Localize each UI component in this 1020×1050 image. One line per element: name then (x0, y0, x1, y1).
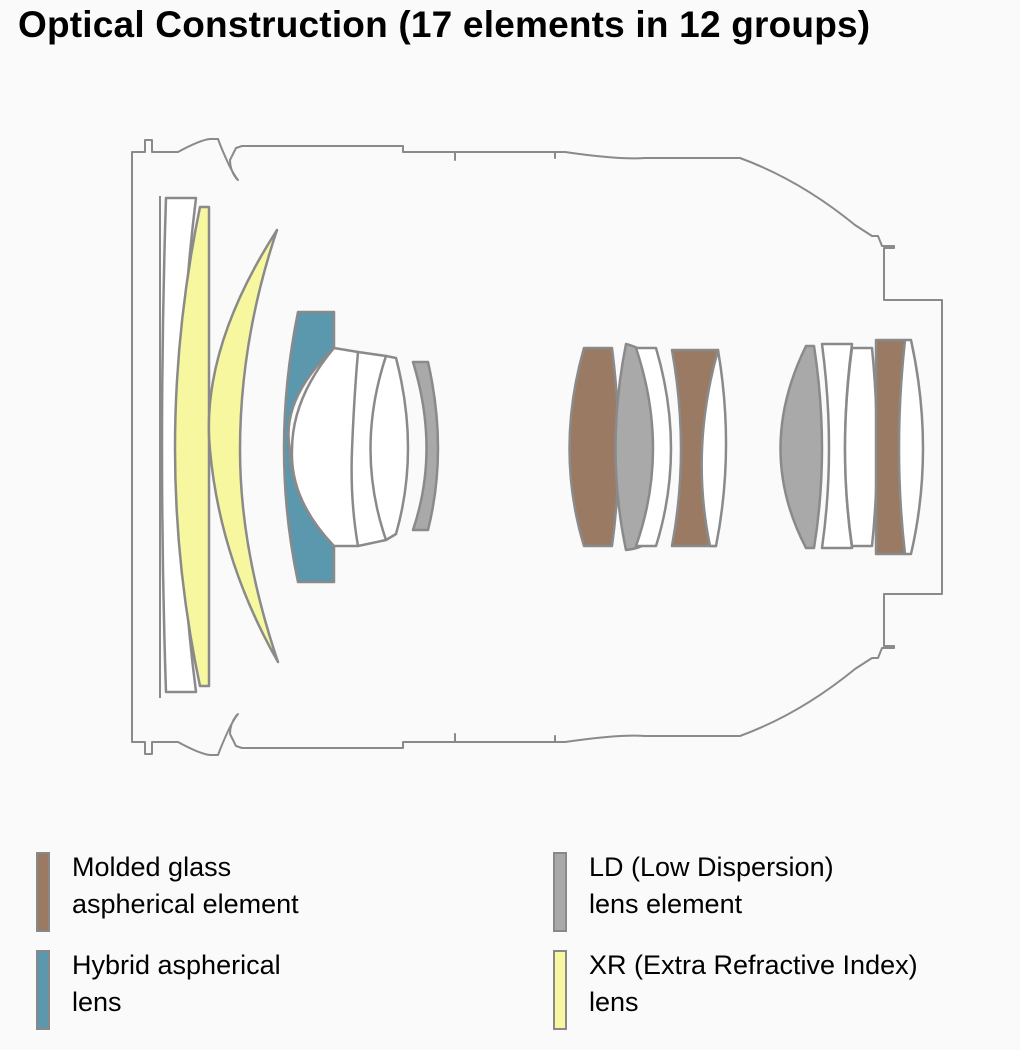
legend-molded-glass: Molded glass aspherical element (36, 852, 299, 932)
lens-element-3-xr (207, 228, 280, 664)
lens-element-13-plain (700, 348, 728, 548)
legend-swatch-molded (36, 852, 50, 932)
barrel-outline-top (131, 138, 943, 450)
legend-swatch-hybrid (36, 950, 50, 1030)
lens-element-9-molded (568, 346, 620, 548)
legend-label-ld: LD (Low Dispersion) lens element (589, 852, 834, 919)
legend-swatch-ld (553, 852, 567, 932)
legend-label-molded: Molded glass aspherical element (72, 852, 299, 919)
legend-label-xr: XR (Extra Refractive Index) lens (589, 950, 918, 1017)
lens-cross-section-diagram (131, 138, 943, 756)
barrel-outline-bottom (131, 450, 943, 756)
lens-element-14-ld (779, 344, 824, 550)
page-title: Optical Construction (17 elements in 12 … (18, 4, 871, 45)
legend-xr-lens: XR (Extra Refractive Index) lens (553, 950, 918, 1030)
lens-element-16-plain (843, 346, 879, 548)
front-mount-lines (131, 152, 161, 742)
lens-element-2-xr (173, 205, 211, 688)
legend-hybrid-aspherical: Hybrid aspherical lens (36, 950, 281, 1030)
lens-element-18-plain (897, 338, 925, 556)
lens-element-5-plain (290, 346, 360, 548)
lens-element-11-plain (634, 346, 673, 548)
lens-element-7-plain (369, 354, 410, 542)
lens-element-8-ld (411, 360, 440, 532)
legend-swatch-xr (553, 950, 567, 1030)
legend-ld-lens: LD (Low Dispersion) lens element (553, 852, 834, 932)
legend-label-hybrid: Hybrid aspherical lens (72, 950, 281, 1017)
